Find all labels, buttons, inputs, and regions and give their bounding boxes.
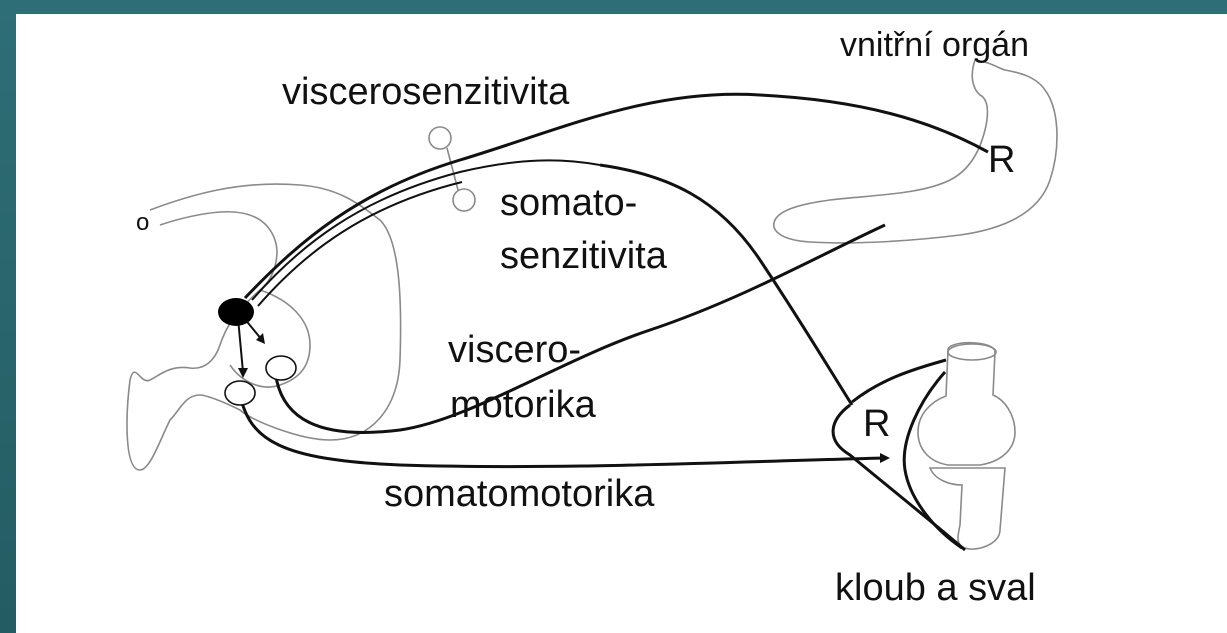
label-somato: somato- xyxy=(500,182,637,224)
motor-neuron-left xyxy=(225,381,255,405)
motor-neurons xyxy=(225,356,296,405)
label-vnitrni-organ: vnitřní orgán xyxy=(840,26,1029,64)
joint-receptor-loop xyxy=(833,405,965,550)
muscle-nerve-upper xyxy=(852,360,946,402)
label-receptor-organ: R xyxy=(988,139,1015,181)
label-receptor-joint: R xyxy=(863,403,890,445)
tract-line-b xyxy=(258,182,462,306)
spinal-cord-outline xyxy=(127,184,401,470)
label-somatomotorika: somatomotorika xyxy=(384,473,655,515)
label-kloub-a-sval: kloub a sval xyxy=(835,567,1036,609)
somatosensitive-pathway xyxy=(600,165,852,405)
cell-arrow-down xyxy=(238,318,243,372)
bone-lower xyxy=(930,468,1005,549)
label-viscero: viscero- xyxy=(448,329,581,371)
arrowhead-somatomotor xyxy=(880,453,890,463)
ganglion-circle-upper xyxy=(429,127,451,149)
label-motorika: motorika xyxy=(450,384,597,426)
bone-upper xyxy=(918,343,1015,465)
sensory-cell-body xyxy=(218,298,254,326)
motor-neuron-right xyxy=(266,356,296,380)
joint-cap xyxy=(948,344,996,360)
label-small-o: o xyxy=(136,209,149,236)
label-senzitivita: senzitivita xyxy=(500,235,668,277)
label-viscerosenzitivita: viscerosenzitivita xyxy=(282,71,570,113)
ganglion-circle-lower xyxy=(453,189,475,211)
